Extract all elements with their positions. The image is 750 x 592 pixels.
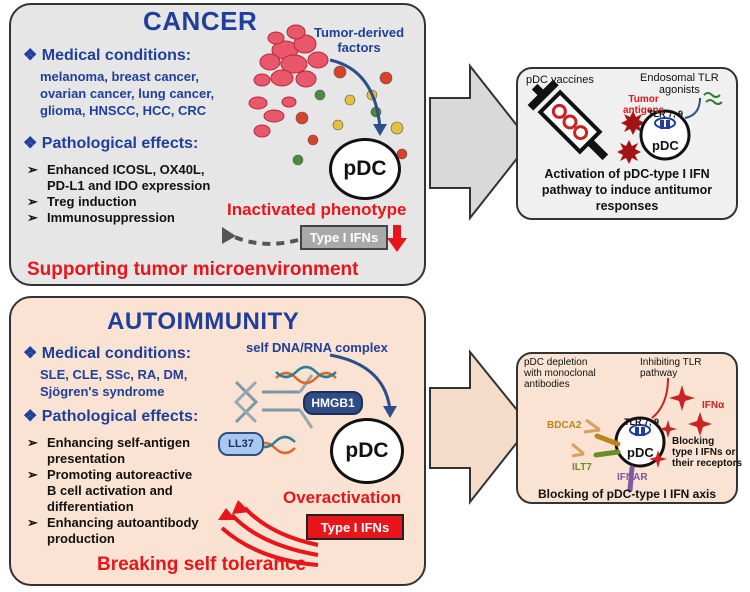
cancer-type-i-ifn-box: Type I IFNs [300,225,388,250]
therapy-bottom-caption: Blocking of pDC-type I IFN axis [537,487,717,501]
condition-line: melanoma, breast cancer, [40,69,199,84]
dna-strand-icon [233,374,314,429]
ifna-label: IFNα [702,400,725,411]
auto-to-therapy-arrow [429,349,532,505]
cancer-to-therapy-arrow [429,63,532,221]
therapy-top-tlr-label: TLR 7, 9 [648,109,684,119]
inhibiting-tlr-label: Inhibiting TLR pathway [640,357,702,379]
autoimmunity-title: AUTOIMMUNITY [107,308,300,335]
pdc-depletion-label: pDC depletion with monoclonal antibodies [524,357,596,390]
ifnar-label: IFNAR [617,472,648,483]
auto-effects-heading: ❖ Pathological effects: [23,408,199,425]
complex-arrow [329,353,392,411]
overactivation-label: Overactivation [283,488,402,507]
tumor-antigen-icon [617,111,645,164]
cancer-footer: Supporting tumor microenvironment [27,259,359,280]
tumor-factors-label: Tumor-derived factors [314,25,405,55]
auto-conditions-heading: ❖ Medical conditions: [23,345,192,362]
autoimmunity-footer: Breaking self tolerance [97,554,307,575]
endosome-icon [654,117,676,129]
hmgb1-badge: HMGB1 [303,391,363,415]
tlr-agonists-label: Endosomal TLR agonists [640,72,719,96]
agonist-arrow [684,97,701,119]
auto-conditions-list: SLE, CLE, SSc, RA, DM, Sjögren's syndrom… [40,367,188,399]
suppression-arrow [227,232,299,246]
therapy-top-panel [516,67,738,220]
cancer-conditions-heading: ❖ Medical conditions: [23,47,192,64]
inhibit-arrow [651,377,669,419]
therapy-top-pdc-label: pDC [652,138,679,153]
condition-line: ovarian cancer, lung cancer, [40,86,215,101]
bdca2-label: BDCA2 [547,420,582,431]
syringe-icon [527,79,609,161]
therapy-top-pdc-icon [639,109,691,161]
tumor-antigens-label: Tumor antigens [623,94,665,116]
therapy-top-caption: Activation of pDC-type I IFN pathway to … [541,167,713,213]
cancer-pdc-cell: pDC [329,138,401,200]
cancer-conditions-list: melanoma, breast cancer, ovarian cancer,… [40,68,214,119]
auto-pdc-cell: pDC [330,418,404,484]
pdc-vaccines-label: pDC vaccines [526,74,594,86]
ifna-star-icon [649,385,712,468]
blocking-label: Blocking type I IFNs or their receptors [672,436,743,469]
cancer-effects-list: ➢Enhanced ICOSL, OX40L,PD-L1 and IDO exp… [27,162,211,225]
cancer-effects-heading: ❖ Pathological effects: [23,135,199,152]
condition-line: glioma, HNSCC, HCC, CRC [40,103,207,118]
tumor-factor-particles [292,65,408,166]
auto-type-i-ifn-box: Type I IFNs [306,514,404,540]
overactivation-arrow-3 [220,526,319,567]
therapy-bottom-pdc-label: pDC [627,445,654,460]
inactivated-phenotype-label: Inactivated phenotype [227,200,407,219]
ilt7-label: ILT7 [572,462,592,473]
helix-icon [275,365,337,385]
receptor-icon [593,433,635,493]
cancer-title: CANCER [143,6,258,36]
therapy-bottom-tlr-label: TLR 7, 9 [624,417,660,427]
overactivation-arrow-1 [230,513,319,557]
ll37-badge: LL37 [218,432,264,456]
factor-arrow [329,58,382,129]
antibody-icon [571,418,601,458]
overactivation-arrow-2 [243,506,319,547]
tumor-cluster-icon [248,24,329,138]
self-complex-label: self DNA/RNA complex [246,340,388,355]
